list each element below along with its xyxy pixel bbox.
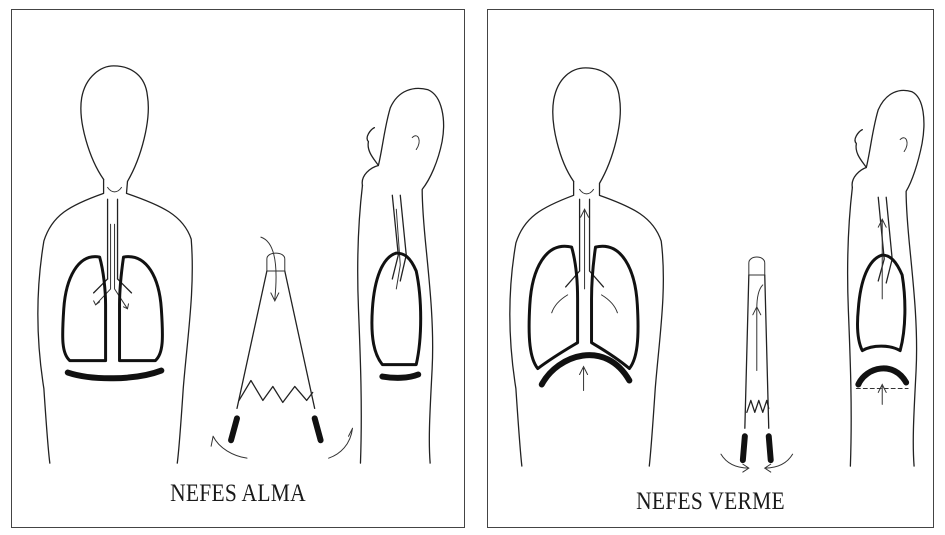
front-trachea [108,199,118,279]
side-diaphragm-flat [382,375,418,378]
side-head-outline [362,88,443,463]
front-left-lung [529,246,578,368]
model-spring-membrane [747,400,769,412]
front-right-lung [120,257,163,361]
side-face-profile [367,128,378,166]
front-head-outline [81,66,192,463]
side-diaphragm-up-arrow [878,384,886,404]
front-left-lung [63,257,106,361]
lung-model-inhale [211,237,352,458]
lung-model-exhale [721,257,793,472]
side-face-profile [855,130,866,168]
front-left-shoulder [510,181,574,466]
model-top-inlet [749,257,765,275]
exhale-panel: NEFES VERME [487,9,934,528]
model-outflow-arrow [753,285,763,371]
side-trachea [878,197,892,283]
front-diaphragm-flat [68,371,162,379]
model-right-handle [315,418,321,440]
front-neck-detail [580,189,594,193]
inhale-panel: NEFES ALMA [11,9,465,528]
side-ear [412,136,419,150]
front-figure-exhale [510,68,663,466]
side-airflow-arrow [878,219,886,299]
front-diaphragm-up-arrow [580,367,588,391]
side-back-line [848,187,853,466]
front-head-outline [553,68,664,466]
exhale-diagram [488,10,933,527]
front-bronchi [94,279,132,293]
model-left-handle [231,418,237,440]
side-lung [372,253,421,365]
model-spring-membrane [239,381,313,403]
inhale-caption: NEFES ALMA [44,480,433,508]
model-right-handle [769,436,771,460]
front-figure-inhale [38,66,192,463]
model-push-arrows [721,454,793,472]
front-neck-detail [108,187,122,191]
front-left-shoulder [38,179,104,463]
side-back-line [358,185,363,463]
inhale-diagram [12,10,464,527]
side-figure-exhale [848,90,924,466]
model-inflow-arrow [261,237,279,301]
side-ear [900,138,907,152]
side-diaphragm-domed [858,368,906,384]
model-left-handle [743,436,745,460]
exhale-caption: NEFES VERME [519,488,902,516]
front-airflow-arrows [552,209,618,313]
side-figure-inhale [358,88,444,463]
